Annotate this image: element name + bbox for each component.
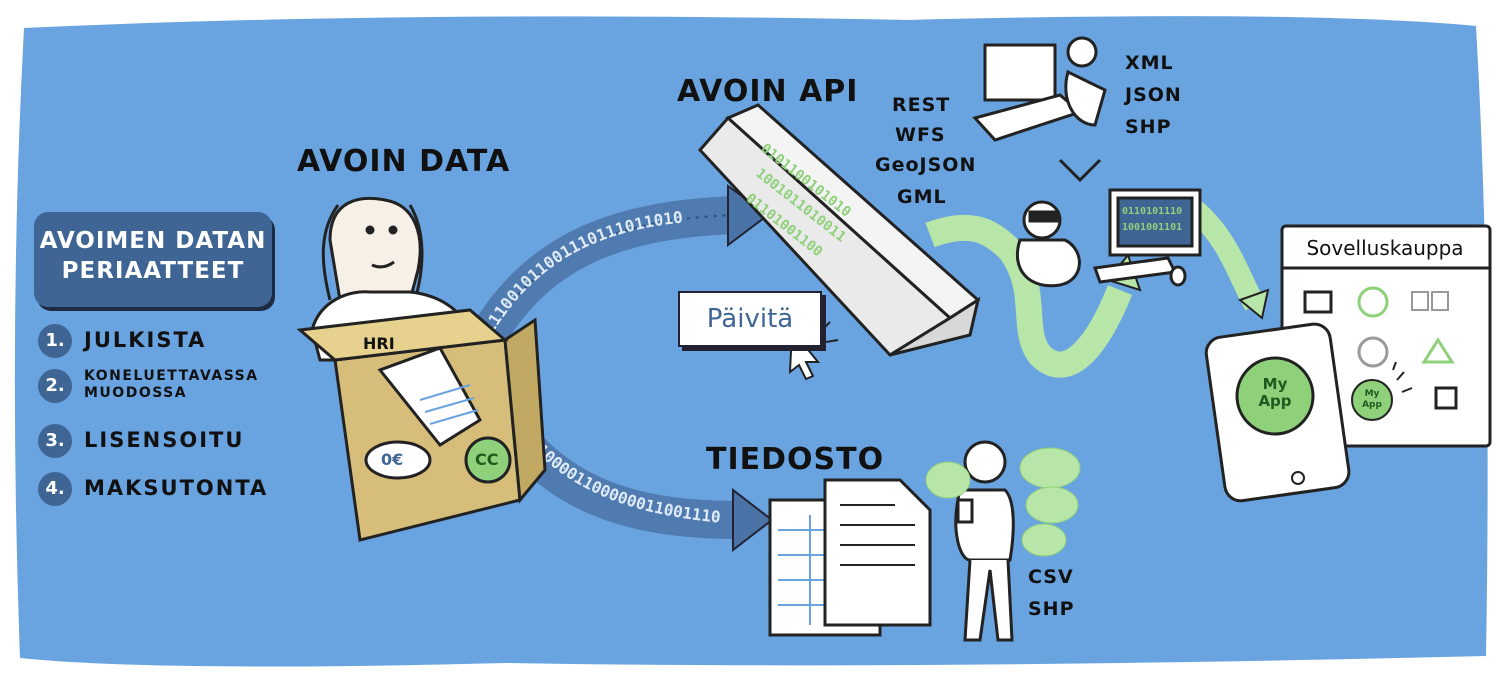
format-shp: SHP: [1125, 116, 1172, 138]
app-store-title: Sovelluskauppa: [1306, 236, 1464, 260]
svg-text:0110101110: 0110101110: [1122, 206, 1182, 217]
phone-data-bubbles: [925, 447, 1081, 557]
svg-text:1001001101: 1001001101: [1122, 222, 1182, 233]
protocol-wfs: WFS: [895, 124, 946, 146]
principles-box: AVOIMEN DATAN PERIAATTEET: [34, 212, 272, 307]
format-json: JSON: [1125, 84, 1182, 106]
protocol-geojson: GeoJSON: [875, 154, 977, 176]
principle-label-1: JULKISTA: [84, 328, 207, 352]
smartphone: [1204, 322, 1351, 503]
data-flow-arrow-to-file: 1001100001100000011001110: [489, 408, 774, 553]
person-handling-data: [1015, 200, 1081, 288]
person-with-box: [296, 196, 547, 542]
principle-label-4: MAKSUTONTA: [84, 476, 269, 500]
person-at-computer-top: [972, 36, 1107, 183]
document-stack: [768, 478, 932, 637]
protocol-gml: GML: [897, 186, 947, 208]
desktop-computer: 0110101110 1001001101: [1092, 188, 1202, 287]
principle-number-1: 1.: [38, 324, 72, 358]
heading-tiedosto: TIEDOSTO: [706, 442, 885, 477]
shirt-label: HRI: [363, 334, 395, 353]
file-format-shp: SHP: [1028, 598, 1075, 620]
principle-number-4: 4.: [38, 472, 72, 506]
file-format-csv: CSV: [1028, 566, 1074, 588]
update-button[interactable]: Päivitä: [678, 291, 822, 347]
heading-avoin-api: AVOIN API: [677, 74, 859, 109]
principles-title: AVOIMEN DATAN PERIAATTEET: [39, 228, 267, 284]
principle-number-2: 2.: [38, 369, 72, 403]
person-with-phone: [954, 440, 1015, 642]
protocol-rest: REST: [892, 94, 951, 116]
license-badge: CC: [475, 450, 499, 469]
principle-number-3: 3.: [38, 424, 72, 458]
heading-avoin-data: AVOIN DATA: [297, 144, 511, 179]
format-xml: XML: [1125, 52, 1174, 74]
price-tag: 0€: [381, 450, 404, 469]
principle-label-2: KONELUETTAVASSA MUODOSSA: [84, 368, 259, 401]
principle-label-3: LISENSOITU: [84, 428, 245, 452]
app-icon-large-label: My App: [1258, 375, 1292, 410]
app-icon-small-label: My App: [1362, 389, 1382, 410]
